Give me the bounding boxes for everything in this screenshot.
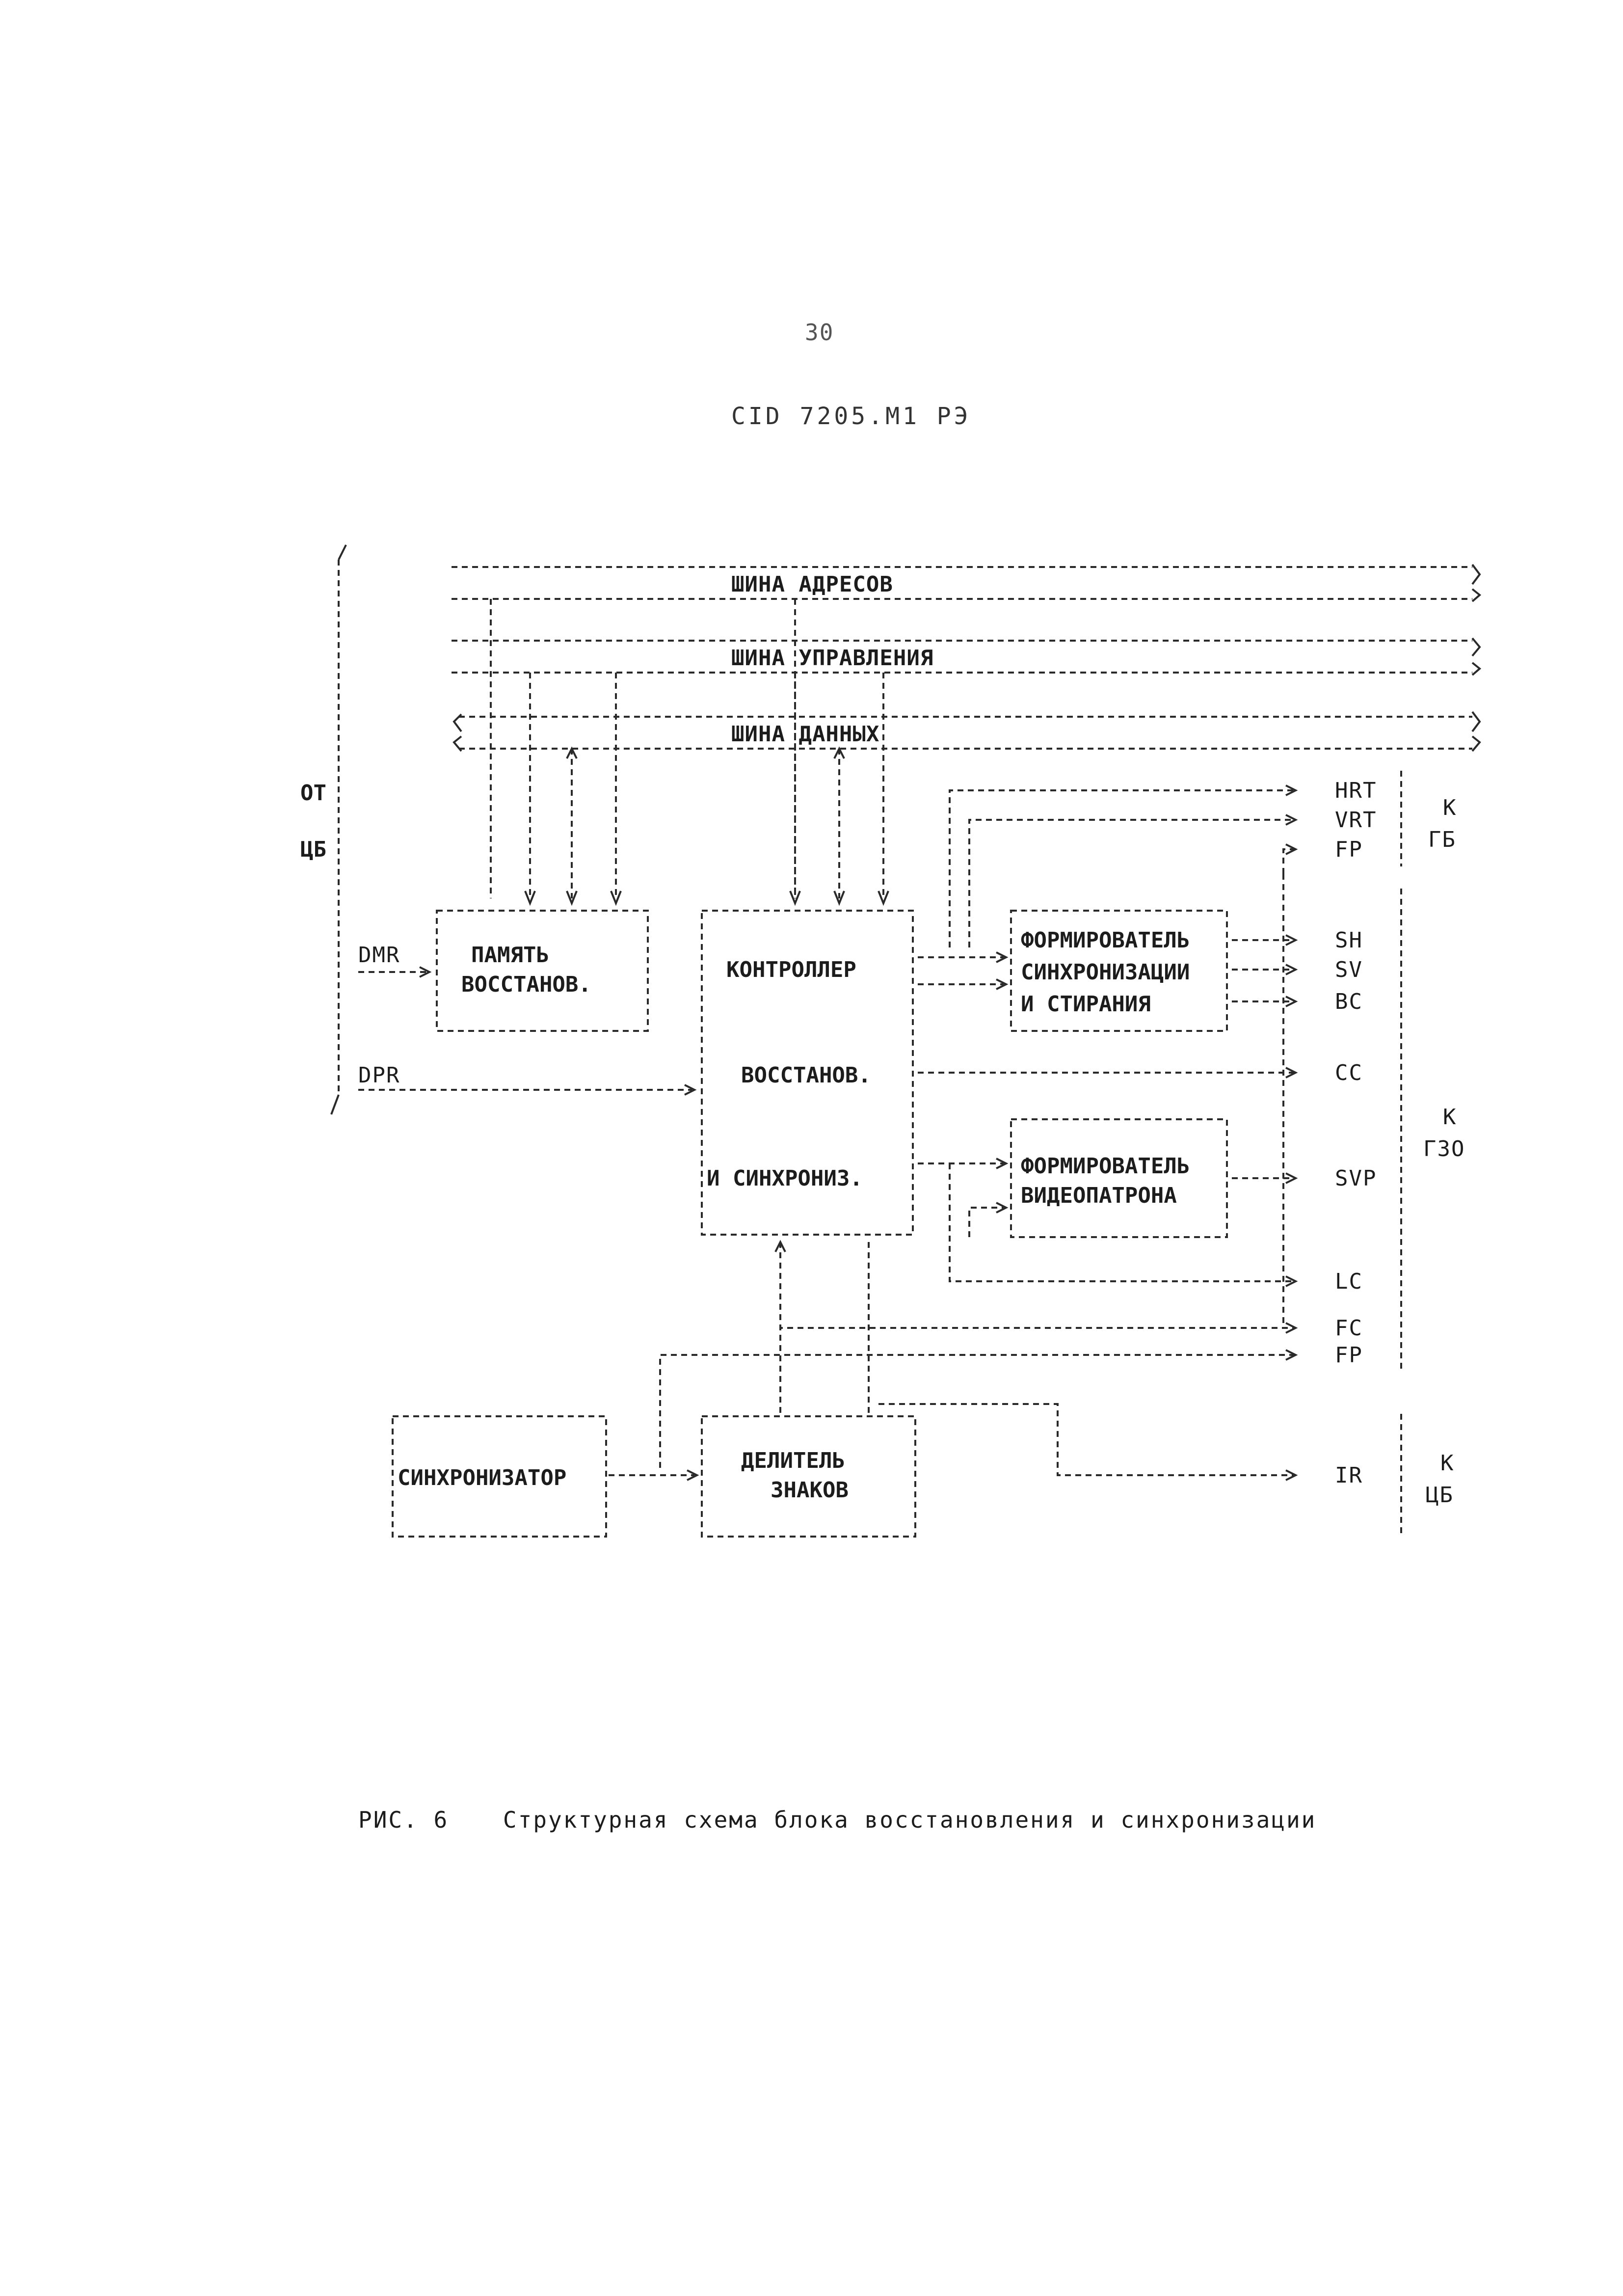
data-bus: ШИНА ДАННЫХ bbox=[452, 711, 1481, 752]
to-gb-label-1: К bbox=[1443, 795, 1457, 820]
controller-block-line-2: ВОССТАНОВ. bbox=[741, 1063, 871, 1088]
video-former-block: ФОРМИРОВАТЕЛЬ ВИДЕОПАТРОНА bbox=[1010, 1118, 1228, 1238]
to-cb-label-2: ЦБ bbox=[1426, 1483, 1454, 1508]
page-number: 30 bbox=[805, 319, 834, 346]
figure-title: Структурная схема блока восстановления и… bbox=[503, 1807, 1317, 1833]
figure-caption: РИС. 6 Структурная схема блока восстанов… bbox=[358, 1807, 1316, 1833]
from-label-2: ЦБ bbox=[300, 837, 326, 862]
sync-former-block: ФОРМИРОВАТЕЛЬ СИНХРОНИЗАЦИИ И СТИРАНИЯ bbox=[1010, 910, 1228, 1032]
controller-block-line-1: КОНТРОЛЛЕР bbox=[726, 957, 856, 982]
controller-to-video-former bbox=[918, 1158, 1009, 1237]
video-former-line-1: ФОРМИРОВАТЕЛЬ bbox=[1021, 1154, 1190, 1179]
from-cb-bracket: ОТ ЦБ bbox=[300, 544, 347, 1115]
memory-block: ПАМЯТЬ ВОССТАНОВ. bbox=[436, 910, 649, 1032]
divider-line-2: ЗНАКОВ bbox=[771, 1478, 849, 1503]
document-code: CID 7205.М1 РЭ bbox=[731, 403, 971, 430]
cc-output: CC bbox=[918, 1060, 1363, 1085]
divider-block: ДЕЛИТЕЛЬ ЗНАКОВ bbox=[701, 1415, 916, 1538]
synchronizer-block: СИНХРОНИЗАТОР bbox=[392, 1415, 607, 1538]
dpr-label: DPR bbox=[358, 1063, 400, 1088]
address-bus: ШИНА АДРЕСОВ bbox=[452, 564, 1482, 602]
synchronizer-to-divider bbox=[609, 1469, 699, 1481]
memory-bus-connections bbox=[490, 599, 622, 906]
signal-svp: SVP bbox=[1335, 1166, 1377, 1191]
dmr-label: DMR bbox=[358, 943, 400, 968]
divider-line-1: ДЕЛИТЕЛЬ bbox=[741, 1448, 845, 1473]
controller-block-line-3: И СИНХРОНИЗ. bbox=[707, 1166, 863, 1191]
svp-output: SVP bbox=[1232, 1166, 1377, 1191]
address-bus-label: ШИНА АДРЕСОВ bbox=[731, 572, 893, 597]
outputs-to-gb: HRT VRT FP bbox=[949, 778, 1377, 947]
to-gzo-bracket: К ГЗО bbox=[1400, 889, 1465, 1370]
to-cb-bracket: К ЦБ bbox=[1400, 1414, 1455, 1534]
controller-bus-connections bbox=[789, 599, 889, 906]
to-gzo-label-2: ГЗО bbox=[1423, 1136, 1465, 1162]
control-bus: ШИНА УПРАВЛЕНИЯ bbox=[452, 637, 1482, 676]
dmr-input: DMR bbox=[358, 943, 432, 978]
signal-sv: SV bbox=[1335, 957, 1363, 982]
sync-former-outputs: SH SV BC bbox=[1232, 874, 1363, 1325]
signal-vrt: VRT bbox=[1335, 808, 1377, 833]
signal-ir: IR bbox=[1335, 1463, 1363, 1488]
ir-output: IR bbox=[878, 1403, 1363, 1488]
sync-former-line-2: СИНХРОНИЗАЦИИ bbox=[1021, 960, 1190, 985]
signal-cc: CC bbox=[1335, 1060, 1363, 1085]
signal-fp-gzo: FP bbox=[1335, 1343, 1363, 1368]
signal-lc: LC bbox=[1335, 1269, 1363, 1294]
to-cb-label-1: К bbox=[1440, 1451, 1455, 1476]
sync-former-line-3: И СТИРАНИЯ bbox=[1021, 992, 1151, 1017]
controller-to-sync-former bbox=[918, 951, 1009, 990]
controller-block: КОНТРОЛЛЕР ВОССТАНОВ. И СИНХРОНИЗ. bbox=[701, 910, 914, 1236]
from-label-1: ОТ bbox=[300, 781, 326, 806]
to-gzo-label-1: К bbox=[1443, 1105, 1457, 1130]
memory-block-line-2: ВОССТАНОВ. bbox=[461, 972, 591, 997]
memory-block-line-1: ПАМЯТЬ bbox=[471, 943, 549, 968]
synchronizer-label: СИНХРОНИЗАТОР bbox=[398, 1465, 566, 1490]
to-gb-bracket: К ГБ bbox=[1400, 771, 1457, 866]
control-bus-label: ШИНА УПРАВЛЕНИЯ bbox=[731, 646, 933, 671]
video-former-line-2: ВИДЕОПАТРОНА bbox=[1021, 1183, 1177, 1208]
data-bus-label: ШИНА ДАННЫХ bbox=[731, 722, 879, 747]
to-gb-label-2: ГБ bbox=[1428, 827, 1456, 852]
signal-fp-gb: FP bbox=[1335, 837, 1363, 862]
sync-former-line-1: ФОРМИРОВАТЕЛЬ bbox=[1021, 928, 1190, 953]
signal-hrt: HRT bbox=[1335, 778, 1377, 803]
divider-controller-links bbox=[774, 1240, 870, 1414]
signal-bc: BC bbox=[1335, 989, 1363, 1014]
dpr-input: DPR bbox=[358, 1063, 697, 1096]
figure-number: РИС. 6 bbox=[358, 1807, 449, 1833]
signal-fc: FC bbox=[1335, 1316, 1363, 1341]
signal-sh: SH bbox=[1335, 928, 1363, 953]
